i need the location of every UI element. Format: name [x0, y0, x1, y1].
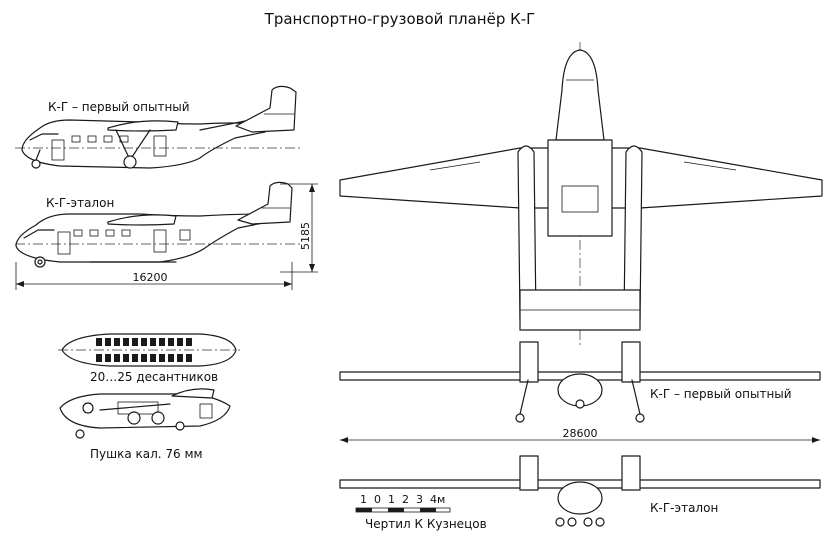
span-dimension: 28600 [563, 427, 598, 440]
troop-seat [159, 354, 165, 362]
troop-seat [96, 354, 102, 362]
troop-seat [150, 338, 156, 346]
scale-tick-label: 1 [388, 493, 395, 506]
troop-seat [123, 338, 129, 346]
troop-seat [168, 354, 174, 362]
sheet-title: Транспортно-грузовой планёр К-Г [264, 10, 536, 28]
side-view-first-prototype: К-Г – первый опытный [15, 85, 300, 169]
troop-seat [141, 354, 147, 362]
troop-seat [114, 354, 120, 362]
troop-seat [150, 354, 156, 362]
scale-tick-label: 2 [402, 493, 409, 506]
author-caption: Чертил К Кузнецов [365, 517, 487, 531]
front-view-first-prototype: К-Г – первый опытный 28600 [339, 341, 821, 443]
scale-tick-label: 0 [374, 493, 381, 506]
height-dimension: 5185 [299, 222, 312, 250]
front-view-standard: К-Г-эталон [339, 455, 821, 527]
front-standard-label: К-Г-эталон [650, 501, 718, 515]
length-dimension: 16200 [133, 271, 168, 284]
troop-seat [177, 354, 183, 362]
gun-layout: Пушка кал. 76 мм [59, 388, 231, 461]
troops-caption: 20…25 десантников [90, 370, 218, 384]
side-first-label: К-Г – первый опытный [48, 100, 190, 114]
troop-seat [132, 354, 138, 362]
troop-seat [159, 338, 165, 346]
front-first-label: К-Г – первый опытный [650, 387, 792, 401]
plan-view [339, 42, 823, 345]
scale-tick-label: 4м [430, 493, 445, 506]
troop-seat [177, 338, 183, 346]
troop-seat [168, 338, 174, 346]
troop-seat [186, 354, 192, 362]
troop-seat [96, 338, 102, 346]
troop-seat [132, 338, 138, 346]
troop-layout: 20…25 десантников [58, 333, 240, 384]
troop-seat [186, 338, 192, 346]
gun-caption: Пушка кал. 76 мм [90, 447, 203, 461]
troop-seat [123, 354, 129, 362]
side-view-standard: К-Г-эталон 5185 16200 [15, 181, 318, 290]
troop-seat [114, 338, 120, 346]
troop-seat [105, 338, 111, 346]
troop-seat [105, 354, 111, 362]
troop-seat [141, 338, 147, 346]
scale-tick-label: 1 [360, 493, 367, 506]
side-standard-label: К-Г-эталон [46, 196, 114, 210]
scale-tick-label: 3 [416, 493, 423, 506]
